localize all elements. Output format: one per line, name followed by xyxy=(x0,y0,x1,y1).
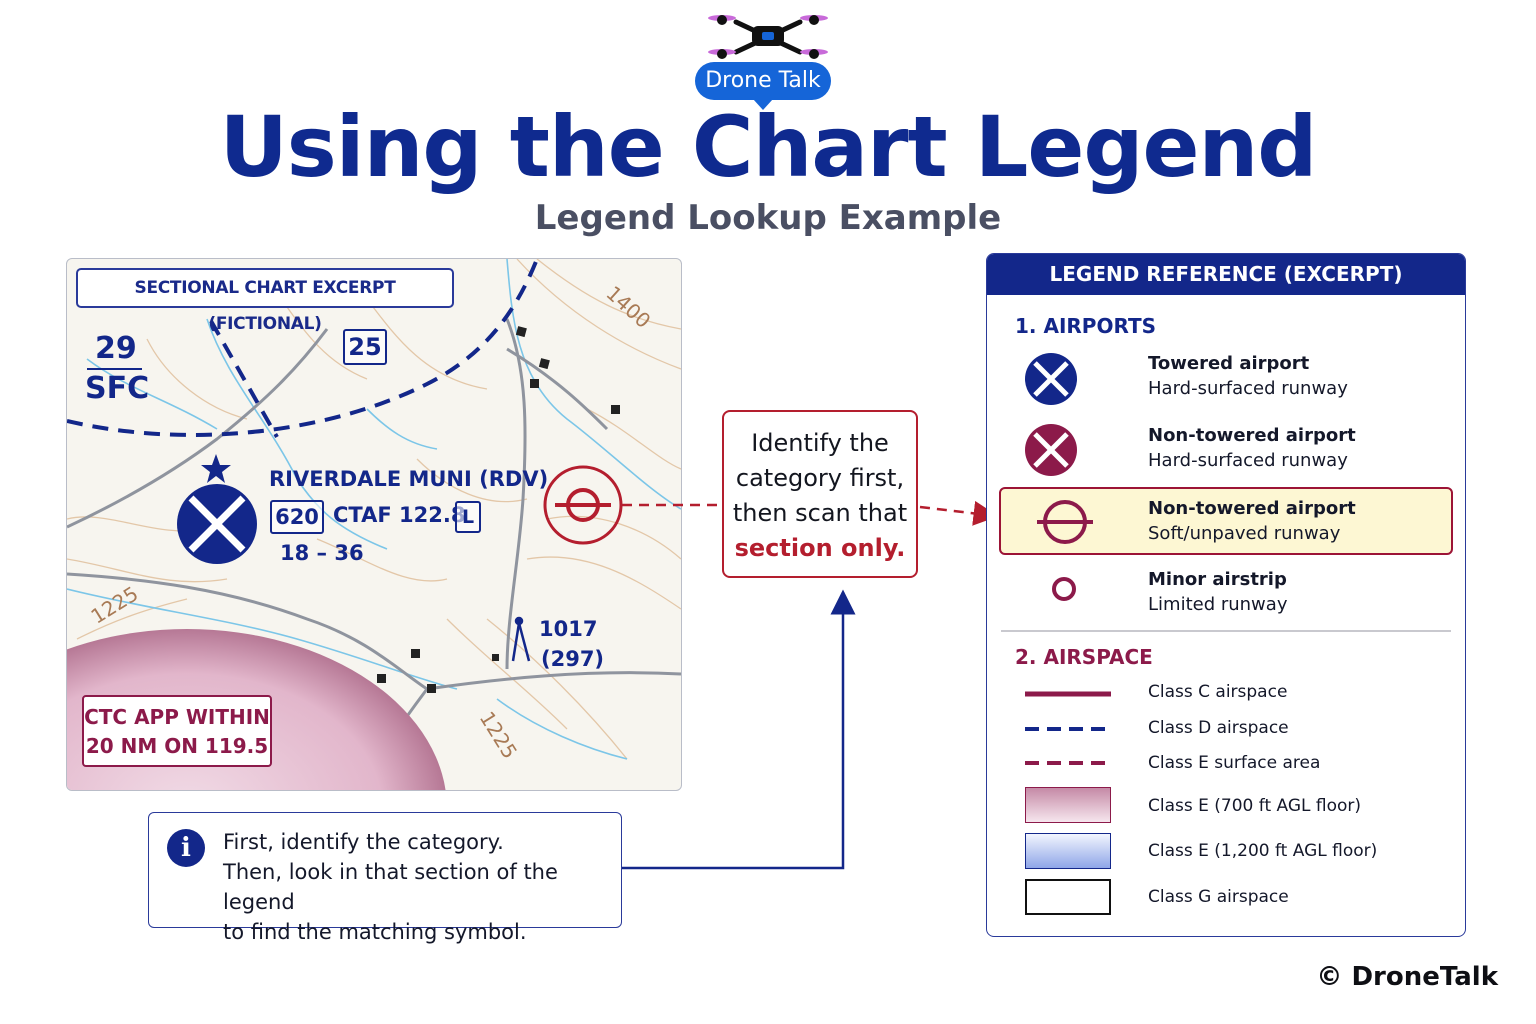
legend-item-non-towered-soft: Non-towered airport Soft/unpaved runway xyxy=(1148,496,1356,546)
ceiling-top: 29 xyxy=(95,331,137,366)
class-d-ceiling-box: 25 xyxy=(343,329,387,365)
class-e-1200-swatch xyxy=(1025,833,1111,869)
ctc-line: CTC APP WITHIN xyxy=(84,705,270,729)
callout-line: then scan that xyxy=(732,499,908,527)
legend-item-name: Non-towered airport xyxy=(1148,425,1356,446)
obstacle-icon xyxy=(511,616,531,662)
airspace-section-title: 2. AIRSPACE xyxy=(1015,645,1153,669)
section-divider xyxy=(1001,630,1451,632)
non-towered-airport-icon xyxy=(1025,424,1077,476)
class-d-boundary xyxy=(67,259,539,437)
legend-item-desc: Hard-surfaced runway xyxy=(1148,450,1348,471)
legend-airspace-class-d: Class D airspace xyxy=(1148,718,1289,738)
legend-item-minor-airstrip: Minor airstrip Limited runway xyxy=(1148,567,1287,617)
legend-airspace-class-c: Class C airspace xyxy=(1148,682,1288,702)
ctaf-frequency: CTAF 122.8 xyxy=(333,503,466,527)
legend-item-desc: Limited runway xyxy=(1148,594,1288,615)
legend-reference-panel: LEGEND REFERENCE (EXCERPT) 1. AIRPORTS T… xyxy=(986,253,1466,937)
runway-designation: 18 – 36 xyxy=(280,541,364,565)
towered-airport-symbol xyxy=(177,454,257,564)
page-title: Using the Chart Legend xyxy=(219,98,1318,196)
soft-runway-airport-symbol xyxy=(543,465,623,545)
note-line: First, identify the category. xyxy=(223,830,504,854)
ceiling-bottom: SFC xyxy=(85,371,150,406)
legend-item-desc: Hard-surfaced runway xyxy=(1148,378,1348,399)
legend-header: LEGEND REFERENCE (EXCERPT) xyxy=(987,254,1465,295)
legend-item-towered: Towered airport Hard-surfaced runway xyxy=(1148,351,1348,401)
legend-item-non-towered-hard: Non-towered airport Hard-surfaced runway xyxy=(1148,423,1356,473)
legend-item-name: Non-towered airport xyxy=(1148,498,1356,519)
minor-airstrip-icon xyxy=(1052,577,1076,601)
callout-line: Identify the xyxy=(751,429,889,457)
legend-airspace-class-e-surface: Class E surface area xyxy=(1148,753,1321,773)
class-g-swatch xyxy=(1025,879,1111,915)
ctc-approach-box: CTC APP WITHIN 20 NM ON 119.5 xyxy=(82,695,272,767)
lighting-indicator: L xyxy=(455,501,481,533)
towered-airport-icon xyxy=(1025,353,1077,405)
legend-item-name: Minor airstrip xyxy=(1148,569,1287,590)
brand-badge: Drone Talk xyxy=(695,62,831,110)
class-c-line-swatch xyxy=(1025,691,1111,697)
airports-section-title: 1. AIRPORTS xyxy=(1015,314,1157,338)
obstacle-msl: 1017 xyxy=(539,617,598,641)
obstacle-agl: (297) xyxy=(541,647,605,671)
legend-item-name: Towered airport xyxy=(1148,353,1310,374)
class-d-line-swatch xyxy=(1025,727,1111,731)
legend-item-desc: Soft/unpaved runway xyxy=(1148,523,1341,544)
drone-logo-icon xyxy=(708,15,828,59)
copyright-notice: © DroneTalk xyxy=(1316,962,1498,992)
info-note: i First, identify the category. Then, lo… xyxy=(148,812,622,944)
callout-highlight: section only. xyxy=(734,534,906,562)
sectional-chart-excerpt: SECTIONAL CHART EXCERPT (FICTIONAL) 29 S… xyxy=(66,258,682,791)
page-subtitle: Legend Lookup Example xyxy=(534,198,1002,238)
note-line: Then, look in that section of the legend xyxy=(223,860,558,914)
legend-airspace-class-g: Class G airspace xyxy=(1148,887,1289,907)
class-e-700-swatch xyxy=(1025,787,1111,823)
chart-excerpt-label: SECTIONAL CHART EXCERPT (FICTIONAL) xyxy=(76,268,454,334)
callout-line: category first, xyxy=(735,464,905,492)
legend-airspace-class-e-1200: Class E (1,200 ft AGL floor) xyxy=(1148,841,1378,861)
note-line: to find the matching symbol. xyxy=(223,920,527,944)
tip-callout: Identify the category first, then scan t… xyxy=(722,410,918,578)
soft-runway-airport-icon xyxy=(1037,500,1093,544)
airport-elevation: 620 xyxy=(270,500,324,534)
ctc-line: 20 NM ON 119.5 xyxy=(85,734,269,758)
info-icon: i xyxy=(167,829,205,867)
airport-name: RIVERDALE MUNI (RDV) xyxy=(269,467,549,491)
class-e-surface-line-swatch xyxy=(1025,761,1111,765)
legend-airspace-class-e-700: Class E (700 ft AGL floor) xyxy=(1148,796,1362,816)
